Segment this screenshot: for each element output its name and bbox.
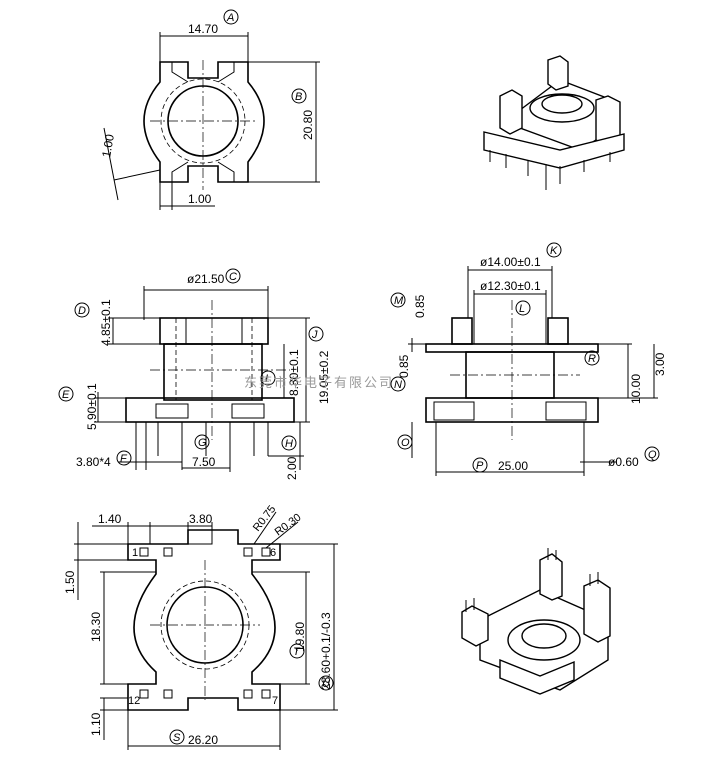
letter-a: A bbox=[226, 12, 234, 24]
dim-s-label: 26.20 bbox=[188, 733, 218, 747]
letter-n: N bbox=[394, 379, 402, 391]
front-view: ø21.50 C 4.85±0.1 D 5.90±0.1 E 19.05±0.2… bbox=[58, 268, 331, 480]
dim-b4-label: 18.30 bbox=[89, 612, 103, 642]
letter-d: D bbox=[78, 305, 86, 317]
letter-e: E bbox=[62, 389, 70, 401]
dim-k-label: ø14.00±0.1 bbox=[480, 255, 541, 269]
pin-1: 1 bbox=[132, 547, 138, 559]
dim-u-label: 28.60+0.1/-0.3 bbox=[319, 612, 333, 690]
dim-f-label: 3.80*4 bbox=[76, 455, 111, 469]
dim-top-side-label: 1.00 bbox=[99, 133, 117, 159]
dim-i-label: 8.80±0.1 bbox=[287, 349, 301, 396]
pin-7: 7 bbox=[272, 695, 278, 707]
letter-k: K bbox=[550, 245, 558, 257]
dim-a-label: 14.70 bbox=[188, 22, 218, 36]
letter-c: C bbox=[229, 271, 237, 283]
dim-d-label: 4.85±0.1 bbox=[99, 299, 113, 346]
winding-barrel bbox=[163, 343, 263, 401]
letter-u: U bbox=[322, 678, 330, 690]
bottom-tab-left bbox=[171, 161, 189, 182]
top-tab-right bbox=[217, 62, 235, 83]
dim-j-label: 19.05±0.2 bbox=[317, 350, 331, 404]
dim-l-label: ø12.30±0.1 bbox=[480, 279, 541, 293]
watermark: 东莞市华电子有限公司 bbox=[244, 375, 394, 390]
letter-i: I bbox=[265, 373, 268, 385]
dim-c-label: ø21.50 bbox=[187, 272, 225, 286]
dim-b3-label: 1.50 bbox=[63, 570, 77, 594]
pin-6: 6 bbox=[270, 547, 276, 559]
bottom-flange bbox=[125, 397, 295, 423]
letter-o: O bbox=[401, 437, 410, 449]
top-view: 14.70 A 20.80 B 1.00 1.00 bbox=[99, 9, 320, 210]
dim-top-w-label: 1.00 bbox=[188, 192, 212, 206]
letter-p: P bbox=[476, 460, 484, 472]
letter-q: Q bbox=[648, 449, 657, 461]
dim-b-label: 20.80 bbox=[301, 110, 315, 140]
top-view-outline bbox=[143, 61, 265, 183]
isometric-view-bottom bbox=[461, 548, 611, 695]
letter-h: H bbox=[285, 438, 293, 450]
dim-q-label: ø0.60 bbox=[608, 455, 639, 469]
section-view: ø14.00±0.1 K ø12.30±0.1 L 0.85 M 0.85 N … bbox=[390, 242, 667, 476]
letter-j: J bbox=[311, 329, 318, 341]
letter-m: M bbox=[394, 295, 404, 307]
dim-m2-label: 0.85 bbox=[397, 354, 411, 378]
letter-f: F bbox=[120, 453, 128, 465]
letter-s: S bbox=[173, 732, 181, 744]
isometric-view-top bbox=[483, 55, 625, 190]
letter-t: T bbox=[293, 646, 301, 658]
pin-12: 12 bbox=[128, 695, 140, 707]
dim-m-label: 0.85 bbox=[413, 294, 427, 318]
dim-b5-label: 1.10 bbox=[89, 712, 103, 736]
bottom-view: 6 1 12 7 1.40 3.80 R0.75 R0.30 1.50 18.3… bbox=[63, 503, 338, 750]
dim-g-label: 7.50 bbox=[192, 455, 216, 469]
dim-r-label: 10.00 bbox=[629, 374, 643, 404]
letter-l: L bbox=[519, 303, 525, 315]
bottom-tab-right bbox=[217, 161, 235, 182]
dim-b2-label: 3.80 bbox=[189, 512, 213, 526]
dim-b1-label: 1.40 bbox=[98, 512, 122, 526]
dim-h-label: 2.00 bbox=[285, 456, 299, 480]
dim-r030-label: R0.30 bbox=[273, 511, 304, 538]
dim-r2-label: 3.00 bbox=[653, 352, 667, 376]
dim-e-label: 5.90±0.1 bbox=[85, 383, 99, 430]
top-tab-left bbox=[171, 62, 189, 83]
letter-b: B bbox=[295, 91, 302, 103]
bottom-view-outline bbox=[127, 529, 281, 711]
dim-p-label: 25.00 bbox=[498, 459, 528, 473]
letter-g: G bbox=[198, 437, 207, 449]
letter-r: R bbox=[588, 353, 596, 365]
